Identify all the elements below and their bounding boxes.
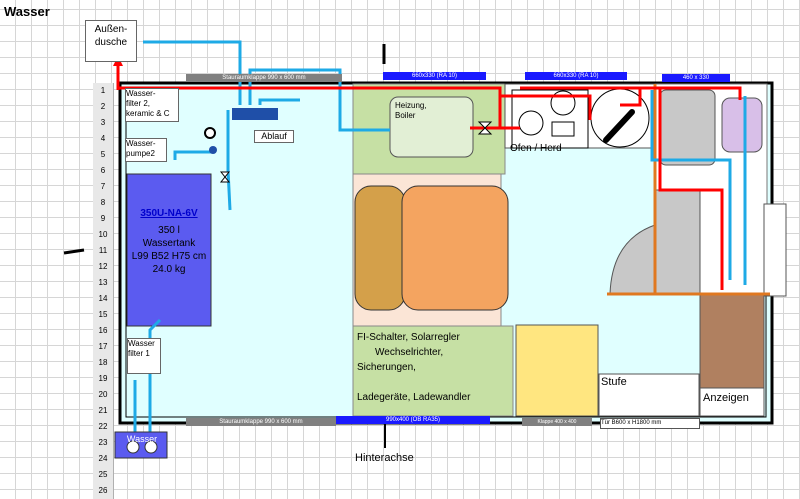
row-number: 5: [100, 150, 106, 159]
row-number: 6: [100, 166, 106, 175]
step-box: [598, 373, 700, 417]
row-number: 11: [98, 246, 108, 255]
water-tank: [126, 173, 212, 327]
stove-burner-1: [518, 110, 544, 136]
tank-spec-line: L99 B52 H75 cm: [131, 251, 207, 262]
bed-cushion-left: [354, 185, 406, 311]
displays-label: Anzeigen: [703, 392, 749, 404]
door-stub: [763, 203, 787, 297]
row-number: 21: [98, 406, 108, 415]
row-number: 24: [98, 454, 108, 463]
row-number: 4: [100, 134, 106, 143]
electrics-line: [357, 375, 511, 390]
sink-tap: [603, 109, 635, 143]
row-number: 19: [98, 374, 108, 383]
drain-label: Ablauf: [254, 130, 294, 143]
row-number: 16: [98, 326, 108, 335]
top-window-3: 460 x 330: [662, 74, 730, 82]
service-flap: Klappe 400 x 400: [522, 418, 592, 426]
row-number: 2: [100, 102, 106, 111]
electrics-line: FI-Schalter, Solarregler: [357, 332, 460, 343]
row-number: 15: [98, 310, 108, 319]
filter2-label: Wasser- filter 2, keramic & C: [125, 88, 179, 122]
stove-label: Ofen / Herd: [510, 143, 562, 154]
washbasin: [721, 97, 763, 153]
rear-axle-label: Hinterachse: [355, 452, 414, 464]
row-number: 20: [98, 390, 108, 399]
yellow-cabinet: [515, 324, 599, 417]
row-number: 18: [98, 358, 108, 367]
row-number: 26: [98, 486, 108, 495]
inlet-cap-2: [144, 440, 158, 454]
tank-spec-line: Wassertank: [142, 238, 196, 249]
row-number: 3: [100, 118, 106, 127]
pump-valve: [209, 146, 217, 154]
top-window-2: 660x330 (RA 10): [525, 72, 627, 80]
tank-spec-line: 350 l: [158, 225, 180, 236]
tank-model: 350U-NA-6V: [140, 208, 198, 219]
floor-plan-diagram: [63, 40, 787, 459]
electrics-line: Ladegeräte, Ladewandler: [357, 392, 471, 403]
row-number: 13: [98, 278, 108, 287]
row-number: 17: [98, 342, 108, 351]
electrics-label: FI-Schalter, Solarregler Wechselrichter,…: [357, 330, 511, 405]
outdoor-shower-label: Außen- dusche: [85, 20, 137, 62]
tank-specs: 350 l Wassertank L99 B52 H75 cm 24.0 kg: [127, 224, 211, 276]
drain-valve: [204, 127, 216, 139]
row-number: 14: [98, 294, 108, 303]
water-inlet-label: Wasser: [126, 434, 158, 444]
tank-spec-line: 24.0 kg: [152, 264, 186, 275]
electrics-line: Sicherungen,: [357, 362, 416, 373]
door-label: Tür B600 x H1800 mm: [600, 418, 700, 429]
top-storage-flap: Stauraumklappe 990 x 600 mm: [186, 74, 342, 82]
row-number: 7: [100, 182, 106, 191]
boiler-valve: [477, 121, 493, 135]
electrics-zone: [352, 325, 514, 417]
heater-label: Heizung, Boiler: [395, 101, 427, 120]
bottom-storage-flap: Stauraumklappe 990 x 600 mm: [186, 418, 336, 426]
stove-control: [551, 121, 575, 137]
inlet-cap-1: [126, 440, 140, 454]
row-number: 23: [98, 438, 108, 447]
toilet-gray: [659, 89, 716, 166]
check-valve: [219, 171, 231, 183]
row-number: 9: [100, 214, 106, 223]
row-number: 22: [98, 422, 108, 431]
row-number: 10: [98, 230, 108, 239]
inlet-box: [114, 431, 168, 459]
pump-label: Wasser- pumpe2: [125, 138, 167, 162]
bottom-window: 990x400 (OB RA35): [336, 416, 490, 424]
side-mark: [63, 248, 85, 255]
bed-cushion-right: [401, 185, 509, 311]
displays-panel: [699, 387, 765, 417]
step-label: Stufe: [601, 376, 627, 388]
manifold: [232, 108, 278, 120]
hot-water-lines: [116, 63, 742, 290]
row-number: 8: [100, 198, 106, 207]
row-number: 12: [98, 262, 108, 271]
displays-cabinet: [699, 293, 765, 389]
electrics-line: Wechselrichter,: [375, 347, 444, 358]
row-number: 25: [98, 470, 108, 479]
sheet-title: Wasser: [4, 4, 50, 19]
filter1-label: Wasser filter 1: [127, 338, 161, 374]
top-window-1: 660x330 (RA 10): [383, 72, 486, 80]
row-number: 1: [100, 86, 106, 95]
